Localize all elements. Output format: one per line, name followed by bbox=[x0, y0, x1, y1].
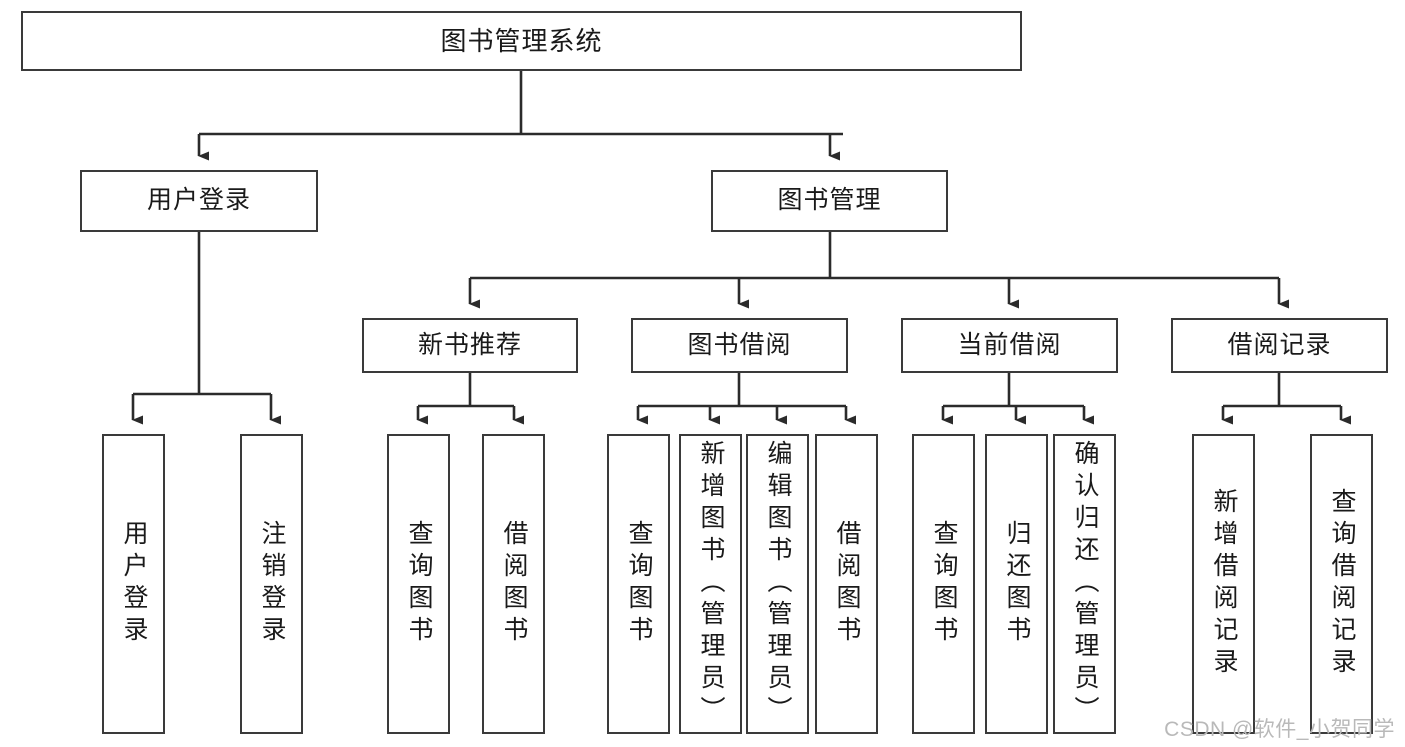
node-current-borrow[interactable]: 当前借阅 bbox=[901, 318, 1118, 373]
node-leaf-return-book-label: 归还图书 bbox=[1003, 520, 1031, 648]
node-borrow-record-label: 借阅记录 bbox=[1227, 330, 1332, 359]
node-leaf-logout-label: 注销登录 bbox=[258, 520, 286, 648]
node-leaf-borrow-book-2[interactable]: 借阅图书 bbox=[815, 434, 878, 734]
node-leaf-user-login[interactable]: 用户登录 bbox=[102, 434, 165, 734]
node-leaf-user-login-label: 用户登录 bbox=[120, 520, 148, 648]
node-root-label: 图书管理系统 bbox=[440, 25, 603, 56]
node-new-book-recommend[interactable]: 新书推荐 bbox=[362, 318, 578, 373]
edge-group-borrow-record bbox=[1221, 373, 1351, 425]
node-leaf-add-record[interactable]: 新增借阅记录 bbox=[1192, 434, 1255, 734]
edge-group-book-borrow bbox=[636, 373, 856, 425]
csdn-watermark: CSDN @软件_小贺同学 bbox=[1164, 718, 1395, 741]
edge-group-new-book-recommend bbox=[416, 373, 524, 425]
edge-group-current-borrow bbox=[941, 373, 1094, 425]
edge-group-book-manage bbox=[468, 232, 1289, 309]
node-book-manage-label: 图书管理 bbox=[777, 186, 882, 215]
node-leaf-query-book-3[interactable]: 查询图书 bbox=[912, 434, 975, 734]
node-leaf-edit-book[interactable]: 编辑图书（管理员） bbox=[746, 434, 809, 734]
node-book-borrow[interactable]: 图书借阅 bbox=[631, 318, 848, 373]
node-user-login[interactable]: 用户登录 bbox=[80, 170, 318, 232]
node-leaf-add-record-label: 新增借阅记录 bbox=[1210, 488, 1238, 680]
node-leaf-query-book-1[interactable]: 查询图书 bbox=[387, 434, 450, 734]
node-leaf-borrow-book-2-label: 借阅图书 bbox=[833, 520, 861, 648]
node-leaf-borrow-book-1-label: 借阅图书 bbox=[500, 520, 528, 648]
node-leaf-query-book-3-label: 查询图书 bbox=[930, 520, 958, 648]
node-book-borrow-label: 图书借阅 bbox=[687, 330, 792, 359]
edge-group-user-login bbox=[131, 232, 281, 425]
node-leaf-query-book-2[interactable]: 查询图书 bbox=[607, 434, 670, 734]
node-new-book-recommend-label: 新书推荐 bbox=[417, 330, 522, 359]
node-leaf-query-book-1-label: 查询图书 bbox=[405, 520, 433, 648]
node-leaf-add-book-label: 新增图书（管理员） bbox=[697, 440, 725, 728]
edge-group-root bbox=[197, 71, 843, 161]
node-leaf-borrow-book-1[interactable]: 借阅图书 bbox=[482, 434, 545, 734]
node-current-borrow-label: 当前借阅 bbox=[957, 330, 1062, 359]
node-leaf-confirm-return-label: 确认归还（管理员） bbox=[1071, 440, 1099, 728]
node-leaf-query-book-2-label: 查询图书 bbox=[625, 520, 653, 648]
node-book-manage[interactable]: 图书管理 bbox=[711, 170, 948, 232]
node-leaf-confirm-return[interactable]: 确认归还（管理员） bbox=[1053, 434, 1116, 734]
node-root[interactable]: 图书管理系统 bbox=[21, 11, 1022, 71]
node-leaf-return-book[interactable]: 归还图书 bbox=[985, 434, 1048, 734]
node-leaf-query-record[interactable]: 查询借阅记录 bbox=[1310, 434, 1373, 734]
node-leaf-query-record-label: 查询借阅记录 bbox=[1328, 488, 1356, 680]
node-user-login-label: 用户登录 bbox=[146, 186, 251, 215]
node-leaf-add-book[interactable]: 新增图书（管理员） bbox=[679, 434, 742, 734]
node-leaf-edit-book-label: 编辑图书（管理员） bbox=[764, 440, 792, 728]
node-borrow-record[interactable]: 借阅记录 bbox=[1171, 318, 1388, 373]
node-leaf-logout[interactable]: 注销登录 bbox=[240, 434, 303, 734]
